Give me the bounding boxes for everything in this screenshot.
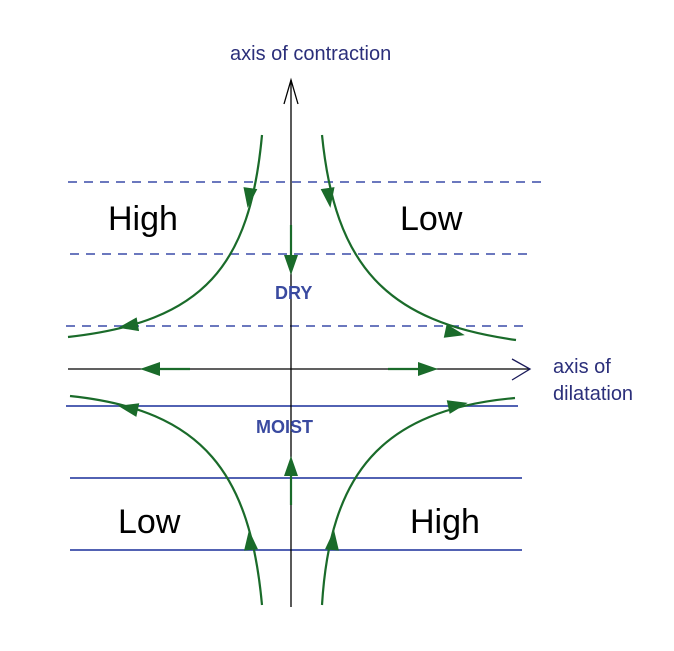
moist-isolines [66,405,522,551]
dilatation-axis-label-line1: axis of [553,356,611,378]
streamline-bottom-left [69,394,264,606]
flow-arrow-up-icon [244,530,259,551]
flow-arrow-up-icon [284,456,298,476]
flow-arrow-down-icon [320,187,335,208]
streamline-bottom-right [320,396,516,606]
flow-arrow-right-icon [418,362,438,376]
flow-arrow-left-icon [118,403,140,417]
flow-arrow-left-icon [140,362,160,376]
zone-label-dry: DRY [275,283,312,303]
flow-arrow-down-icon [284,255,298,275]
region-label-top-right: Low [400,200,463,238]
streamline-top-left [67,134,264,339]
flow-arrow-right-icon [443,324,465,338]
flow-arrow-left-icon [118,317,140,332]
region-label-bottom-left: Low [118,503,181,541]
streamline-top-right [320,134,517,342]
dilatation-axis-label-line2: dilatation [553,383,633,405]
region-label-top-left: High [108,200,178,238]
contraction-axis-label: axis of contraction [230,43,391,65]
flow-arrow-up-icon [324,530,339,551]
contraction-axis-arrowhead [283,77,299,105]
flow-arrow-right-icon [446,400,468,414]
flow-arrow-down-icon [243,187,258,208]
zone-label-moist: MOIST [256,417,313,437]
region-label-bottom-right: High [410,503,480,541]
dilatation-axis-arrowhead [511,358,532,381]
